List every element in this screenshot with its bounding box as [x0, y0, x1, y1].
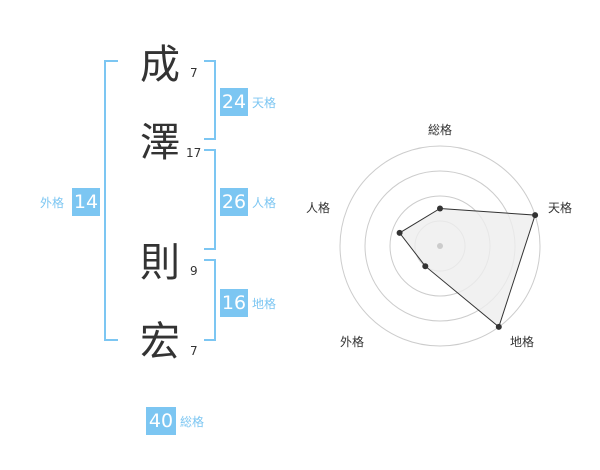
- radar-label-soukaku: 総格: [428, 122, 452, 137]
- gaikaku-label: 外格: [40, 196, 65, 210]
- gaikaku-value: 14: [72, 188, 100, 216]
- radar-point-3: [422, 263, 429, 270]
- name-char-4: 宏: [140, 319, 180, 365]
- radar-point-2: [495, 323, 502, 330]
- soukaku-value: 40: [146, 407, 176, 435]
- soukaku-label: 総格: [180, 415, 205, 429]
- radar-point-0: [437, 205, 443, 212]
- tenkaku-label: 天格: [252, 96, 277, 110]
- name-char-3: 則: [140, 240, 180, 286]
- radar-point-4: [396, 229, 403, 236]
- stroke-count-4: 7: [190, 344, 198, 358]
- stroke-count-1: 7: [190, 66, 198, 80]
- radar-points: [396, 205, 539, 330]
- radar-label-tenkaku: 天格: [548, 200, 572, 215]
- chikaku-label: 地格: [252, 297, 277, 311]
- radar-center-dot: [437, 243, 443, 249]
- chikaku-bracket: [204, 259, 216, 341]
- radar-point-1: [532, 212, 539, 219]
- radar-label-chikaku: 地格: [510, 334, 534, 349]
- radar-label-gaikaku: 外格: [340, 334, 364, 349]
- radar-polygon: [398, 207, 536, 328]
- gaikaku-bracket: [104, 60, 118, 341]
- jinkaku-bracket: [204, 149, 216, 250]
- stroke-count-2: 17: [186, 146, 202, 160]
- tenkaku-value: 24: [220, 88, 248, 116]
- tenkaku-bracket: [204, 60, 216, 140]
- radar-label-jinkaku: 人格: [306, 200, 330, 215]
- name-char-2: 澤: [140, 120, 180, 166]
- stroke-count-3: 9: [190, 264, 198, 278]
- radar-ring-4: [339, 145, 541, 347]
- jinkaku-value: 26: [220, 188, 248, 216]
- name-char-1: 成: [140, 42, 180, 88]
- jinkaku-label: 人格: [252, 196, 277, 210]
- chikaku-value: 16: [220, 289, 248, 317]
